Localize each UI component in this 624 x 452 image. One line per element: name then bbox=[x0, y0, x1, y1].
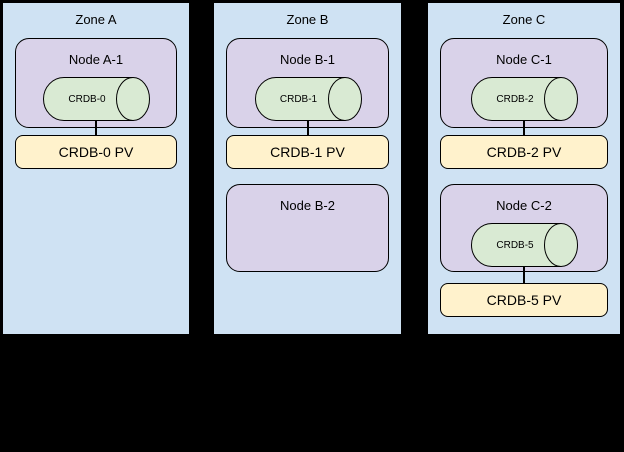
crdb-2-cylinder-label: CRDB-2 bbox=[496, 93, 534, 105]
crdb-1-pv-label: CRDB-1 PV bbox=[270, 144, 345, 160]
zone-c-title: Zone C bbox=[502, 12, 546, 27]
crdb-0-pv-box: CRDB-0 PV bbox=[15, 135, 177, 169]
connector-line bbox=[306, 121, 309, 136]
crdb-2-cylinder: CRDB-2 bbox=[471, 77, 578, 121]
node-b-2-box: Node B-2 bbox=[226, 184, 389, 272]
crdb-5-pv-label: CRDB-5 PV bbox=[486, 292, 562, 308]
node-c-1-box: Node C-1 CRDB-2 bbox=[440, 38, 608, 128]
zone-a-title: Zone A bbox=[75, 12, 117, 27]
node-b-1-box: Node B-1 CRDB-1 bbox=[226, 38, 389, 128]
zone-c: Zone C Node C-1 CRDB-2 CRDB-2 PV Node C-… bbox=[427, 2, 621, 335]
database-cylinder-icon bbox=[471, 223, 578, 267]
crdb-2-pv-label: CRDB-2 PV bbox=[486, 144, 562, 160]
crdb-1-cylinder: CRDB-1 bbox=[254, 77, 362, 121]
database-cylinder-icon bbox=[254, 77, 362, 121]
connector-line bbox=[523, 121, 525, 136]
database-cylinder-icon bbox=[471, 77, 578, 121]
database-cylinder-icon bbox=[43, 77, 150, 121]
connector-line bbox=[95, 121, 97, 136]
zone-a: Zone A Node A-1 CRDB-0 CRDB-0 PV bbox=[2, 2, 190, 335]
connector-line bbox=[523, 267, 525, 284]
crdb-2-pv-box: CRDB-2 PV bbox=[440, 135, 608, 169]
crdb-0-cylinder-label: CRDB-0 bbox=[68, 93, 106, 105]
zone-b-title: Zone B bbox=[286, 12, 329, 27]
node-c-2-label: Node C-2 bbox=[496, 198, 552, 213]
crdb-5-cylinder-label: CRDB-5 bbox=[496, 239, 534, 251]
node-c-2-box: Node C-2 CRDB-5 bbox=[440, 184, 608, 272]
node-b-2-label: Node B-2 bbox=[280, 198, 335, 213]
crdb-1-cylinder-label: CRDB-1 bbox=[279, 93, 318, 105]
node-a-1-box: Node A-1 CRDB-0 bbox=[15, 38, 177, 128]
zone-b: Zone B Node B-1 CRDB-1 CRDB-1 PV Node B-… bbox=[213, 2, 402, 335]
node-a-1-label: Node A-1 bbox=[68, 52, 124, 67]
node-b-1-label: Node B-1 bbox=[280, 52, 335, 67]
crdb-5-cylinder: CRDB-5 bbox=[471, 223, 578, 267]
crdb-1-pv-box: CRDB-1 PV bbox=[226, 135, 389, 169]
node-c-1-label: Node C-1 bbox=[496, 52, 552, 67]
crdb-0-pv-label: CRDB-0 PV bbox=[58, 144, 134, 160]
crdb-5-pv-box: CRDB-5 PV bbox=[440, 283, 608, 317]
crdb-0-cylinder: CRDB-0 bbox=[43, 77, 150, 121]
